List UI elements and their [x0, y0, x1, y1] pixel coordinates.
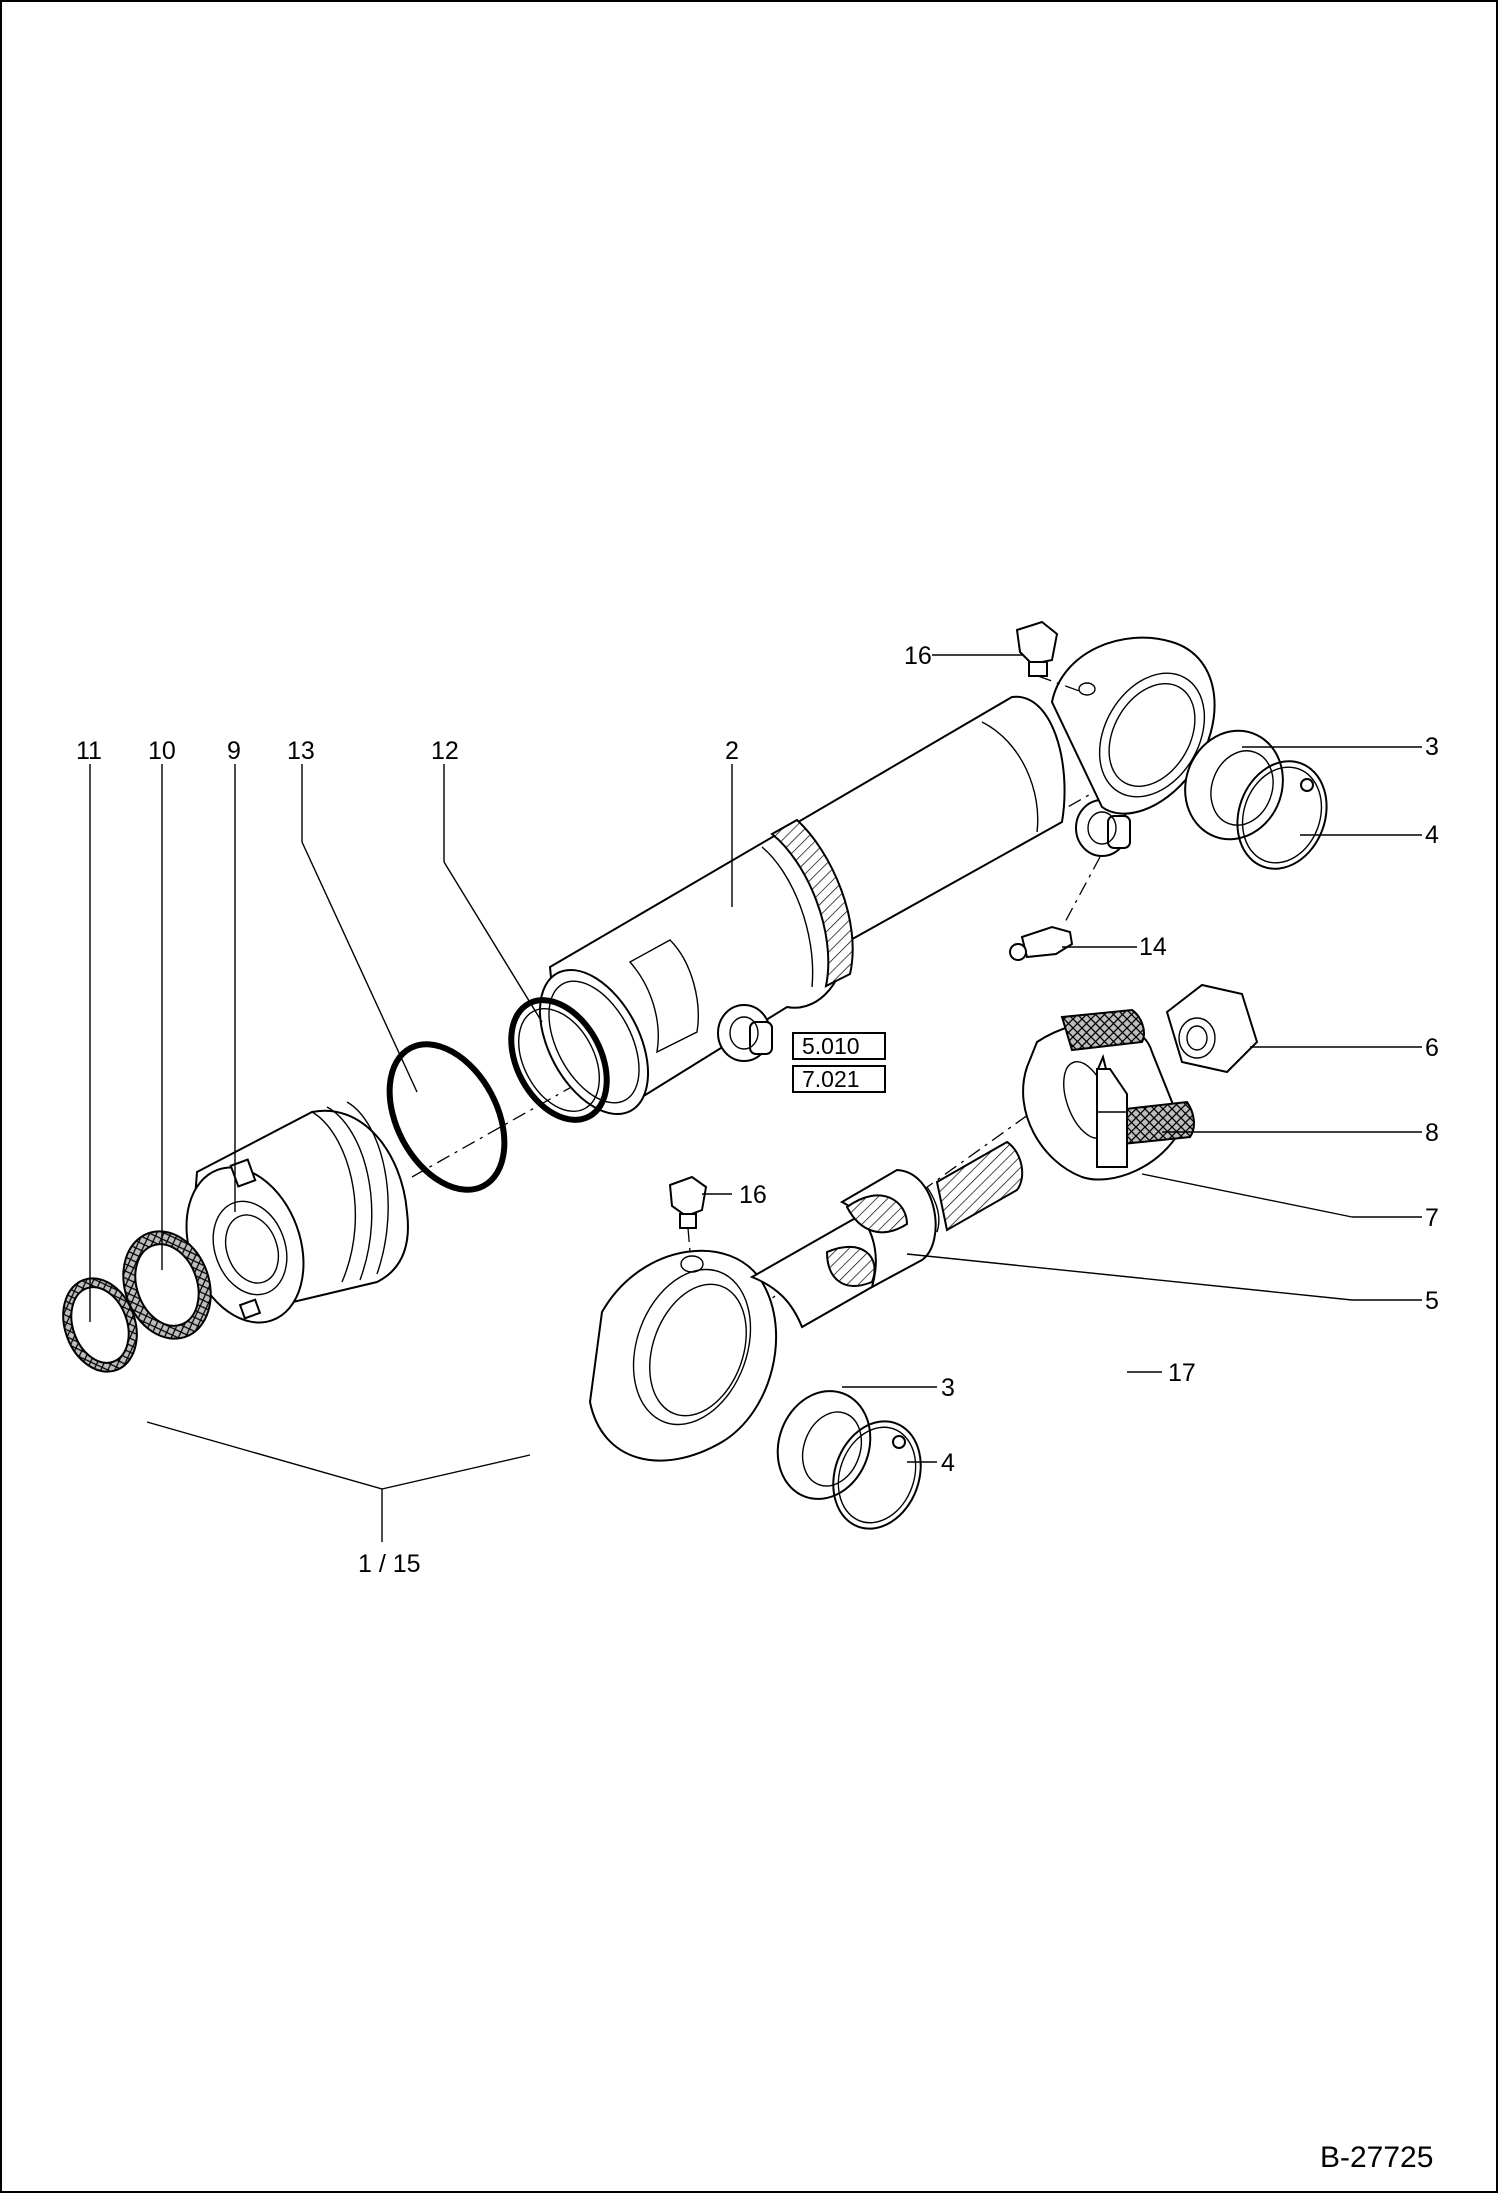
part-label-7: 7 — [1425, 1204, 1439, 1232]
part-label-4-bottom: 4 — [941, 1449, 955, 1477]
gland-9 — [185, 1101, 409, 1324]
reference-box-1[interactable]: 5.010 — [792, 1032, 886, 1060]
o-ring-12 — [508, 997, 610, 1123]
bushing-11 — [62, 1277, 138, 1373]
reference-label: 7.021 — [802, 1066, 860, 1092]
part-label-16-top: 16 — [904, 642, 932, 670]
part-label-17: 17 — [1168, 1359, 1196, 1387]
part-label-4-top: 4 — [1425, 821, 1439, 849]
grease-nipple-bottom — [668, 1175, 708, 1253]
nut-6 — [1165, 983, 1259, 1074]
part-label-11: 11 — [76, 737, 102, 765]
grease-nipple-14 — [1009, 856, 1101, 961]
part-label-2: 2 — [725, 737, 739, 765]
part-label-10: 10 — [148, 737, 176, 765]
locking-compound-tube-17 — [1096, 1053, 1128, 1168]
part-label-16-bottom: 16 — [739, 1181, 767, 1209]
leader-lines — [89, 654, 1422, 1542]
part-labels: 11 10 9 13 12 2 16 3 4 14 6 8 16 7 5 17 … — [76, 642, 1439, 1578]
part-label-1-15: 1 / 15 — [358, 1550, 421, 1578]
part-label-12: 12 — [431, 737, 459, 765]
reference-box-2[interactable]: 7.021 — [792, 1065, 886, 1093]
part-label-8: 8 — [1425, 1119, 1439, 1147]
grease-nipple-top — [1015, 620, 1083, 693]
part-label-9: 9 — [227, 737, 241, 765]
bearing-top — [1184, 729, 1284, 841]
part-label-3-top: 3 — [1425, 733, 1439, 761]
part-label-13: 13 — [287, 737, 315, 765]
piston-rod-5 — [588, 1111, 1033, 1462]
o-ring-13 — [386, 1041, 508, 1193]
part-label-5: 5 — [1425, 1287, 1439, 1315]
reference-label: 5.010 — [802, 1033, 860, 1059]
drawing-number: B-27725 — [1320, 2141, 1433, 2174]
part-label-3-bottom: 3 — [941, 1374, 955, 1402]
cylinder-tube — [411, 636, 1216, 1178]
bearing-bottom — [776, 1390, 872, 1500]
part-label-6: 6 — [1425, 1034, 1439, 1062]
bushing-10 — [122, 1230, 212, 1340]
circlip-bottom — [832, 1420, 922, 1530]
part-label-14: 14 — [1139, 933, 1167, 961]
circlip-top — [1236, 760, 1328, 870]
